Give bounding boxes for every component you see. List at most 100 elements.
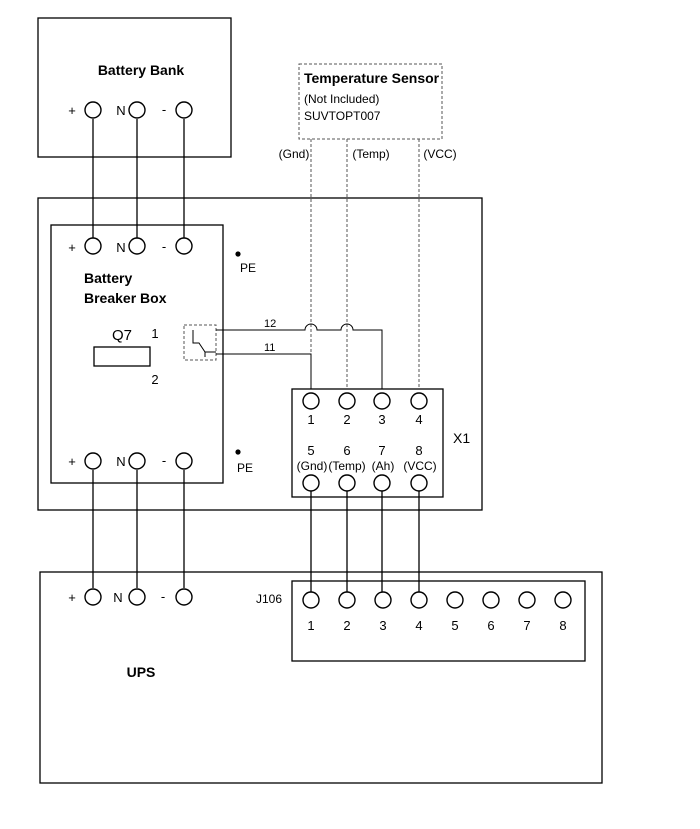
- x1-label: X1: [453, 430, 470, 446]
- breaker-bottom-plus-label: +: [68, 454, 76, 469]
- x1-terminal-block: X1 1 2 3 4 5 6 7 8 (Gnd) (Temp) (Ah) (VC…: [291, 388, 470, 498]
- j106-pin-7-label: 7: [523, 618, 530, 633]
- battery-bank-title: Battery Bank: [98, 62, 185, 78]
- aux-contact: 12 11: [183, 318, 383, 389]
- breaker-top-neutral-label: N: [116, 240, 125, 255]
- j106-pin-6-label: 6: [487, 618, 494, 633]
- x1-pin-8-label: 8: [415, 443, 422, 458]
- j106-pin-2-label: 2: [343, 618, 350, 633]
- x1-pin-5-label: 5: [307, 443, 314, 458]
- temperature-sensor: Temperature Sensor (Not Included) SUVTOP…: [279, 63, 457, 389]
- pe-top-label: PE: [240, 261, 256, 275]
- pe-bottom-label: PE: [237, 461, 253, 475]
- battery-breaker-box: Battery Breaker Box Q7 1 2 + N - + N -: [50, 224, 224, 484]
- j106-pin-5-label: 5: [451, 618, 458, 633]
- x1-pin-6-label: 6: [343, 443, 350, 458]
- pe-points: PE PE: [235, 251, 256, 475]
- x1-box: [291, 388, 444, 498]
- j106-pin-4-label: 4: [415, 618, 422, 633]
- ups-neutral-terminal: [128, 588, 146, 606]
- enclosure-box: [37, 197, 483, 511]
- x1-terminal-1: [302, 392, 320, 410]
- j106-terminal-1: [302, 591, 320, 609]
- ups-plus-terminal: [84, 588, 102, 606]
- temperature-sensor-title: Temperature Sensor: [304, 70, 440, 86]
- j106-terminal-3: [374, 591, 392, 609]
- x1-terminal-7: [373, 474, 391, 492]
- temperature-sensor-box: [298, 63, 443, 140]
- breaker-switch-label: Q7: [112, 327, 132, 344]
- breaker-top-neutral-terminal: [128, 237, 146, 255]
- breaker-top-plus-terminal: [84, 237, 102, 255]
- battery-bank: Battery Bank + N -: [37, 17, 232, 158]
- breaker-bottom-neutral-label: N: [116, 454, 125, 469]
- j106-terminal-4: [410, 591, 428, 609]
- breaker-switch-q7: [93, 346, 151, 367]
- x1-pin-7-signal: (Ah): [372, 459, 395, 473]
- terminals: [84, 101, 428, 606]
- breaker-bottom-plus-terminal: [84, 452, 102, 470]
- ups-minus-terminal: [175, 588, 193, 606]
- pe-bottom-dot: [235, 449, 241, 455]
- aux-wire-11-label: 11: [264, 342, 275, 354]
- sensor-wire-gnd-label: (Gnd): [279, 147, 310, 161]
- x1-pin-4-label: 4: [415, 412, 422, 427]
- breaker-switch-pin2: 2: [151, 372, 158, 387]
- ups: UPS + N - J106 1 2 3 4 5 6 7 8: [39, 571, 603, 784]
- pe-top-dot: [235, 251, 241, 257]
- x1-terminal-3: [373, 392, 391, 410]
- x1-terminal-5: [302, 474, 320, 492]
- ups-minus-label: -: [161, 589, 165, 604]
- j106-terminal-5: [446, 591, 464, 609]
- signal-wires: [310, 490, 420, 593]
- breaker-top-minus-label: -: [162, 239, 166, 254]
- aux-wire-12: [216, 323, 383, 389]
- breaker-box-title-line2: Breaker Box: [84, 290, 167, 306]
- breaker-box-title-line1: Battery: [84, 270, 132, 286]
- j106-connector-box: [291, 580, 586, 662]
- j106-pin-labels: 1 2 3 4 5 6 7 8: [307, 618, 566, 633]
- x1-terminal-6: [338, 474, 356, 492]
- x1-terminal-2: [338, 392, 356, 410]
- breaker-bottom-minus-terminal: [175, 452, 193, 470]
- x1-terminal-8: [410, 474, 428, 492]
- ups-plus-label: +: [68, 590, 76, 605]
- temperature-sensor-part: SUVTOPT007: [304, 109, 381, 123]
- x1-pin-1-label: 1: [307, 412, 314, 427]
- battery-bank-neutral-terminal: [128, 101, 146, 119]
- j106-pin-8-label: 8: [559, 618, 566, 633]
- x1-pin-7-label: 7: [378, 443, 385, 458]
- j106-terminal-7: [518, 591, 536, 609]
- ups-neutral-label: N: [113, 590, 122, 605]
- aux-wire-11: [216, 353, 312, 389]
- j106-terminal-6: [482, 591, 500, 609]
- breaker-bottom-minus-label: -: [162, 453, 166, 468]
- ups-title: UPS: [127, 664, 156, 680]
- j106-pin-1-label: 1: [307, 618, 314, 633]
- sensor-wire-vcc-label: (VCC): [423, 147, 456, 161]
- j106-label: J106: [256, 592, 282, 606]
- x1-pin-6-signal: (Temp): [328, 459, 365, 473]
- breaker-box-outline: [50, 224, 224, 484]
- x1-pin-3-label: 3: [378, 412, 385, 427]
- aux-contact-box: [183, 324, 217, 361]
- battery-bank-plus-terminal: [84, 101, 102, 119]
- j106-terminal-2: [338, 591, 356, 609]
- sensor-wire-temp-label: (Temp): [352, 147, 389, 161]
- j106-terminal-8: [554, 591, 572, 609]
- x1-pin-5-signal: (Gnd): [297, 459, 328, 473]
- breaker-top-plus-label: +: [68, 240, 76, 255]
- j106-pin-3-label: 3: [379, 618, 386, 633]
- aux-wire-12-label: 12: [264, 318, 276, 330]
- battery-bank-plus-label: +: [68, 103, 76, 118]
- j106-pins: [302, 591, 572, 609]
- aux-contact-symbol: [192, 330, 216, 357]
- temperature-sensor-note: (Not Included): [304, 92, 379, 106]
- power-wires: [92, 119, 185, 588]
- battery-bank-box: [37, 17, 232, 158]
- x1-pin-2-label: 2: [343, 412, 350, 427]
- battery-bank-minus-terminal: [175, 101, 193, 119]
- ups-box: [39, 571, 603, 784]
- x1-terminal-4: [410, 392, 428, 410]
